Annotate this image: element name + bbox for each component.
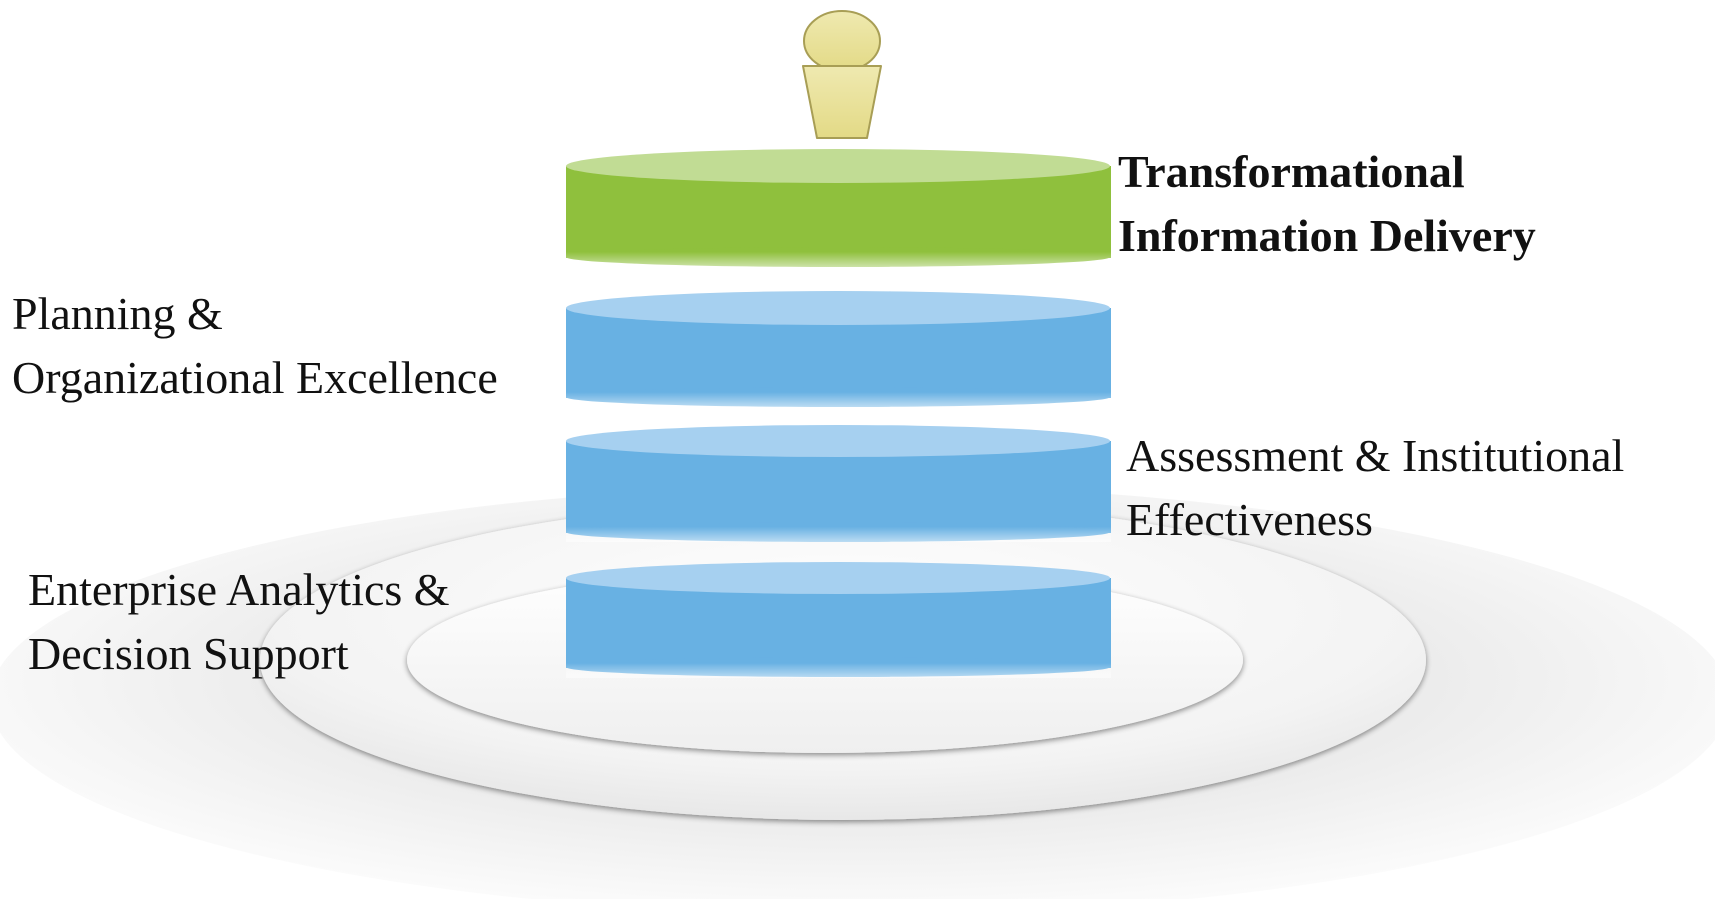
label-line: Assessment & Institutional xyxy=(1126,430,1625,481)
disk-transformational xyxy=(566,149,1111,267)
label-line: Decision Support xyxy=(28,628,349,679)
label-line: Transformational xyxy=(1118,146,1465,197)
disk-planning xyxy=(566,291,1111,407)
label-line: Information Delivery xyxy=(1118,210,1536,261)
person-body xyxy=(802,65,882,139)
label-enterprise-analytics-decision-support: Enterprise Analytics & Decision Support xyxy=(28,558,450,686)
person-head xyxy=(803,10,881,72)
person-icon xyxy=(802,10,882,139)
label-planning-organizational-excellence: Planning & Organizational Excellence xyxy=(12,282,498,410)
label-line: Organizational Excellence xyxy=(12,352,498,403)
label-assessment-institutional-effectiveness: Assessment & Institutional Effectiveness xyxy=(1126,424,1624,552)
label-transformational-information-delivery: Transformational Information Delivery xyxy=(1118,140,1536,268)
disk-enterprise xyxy=(566,562,1111,678)
disk-assessment xyxy=(566,425,1111,542)
label-line: Planning & xyxy=(12,288,223,339)
label-line: Effectiveness xyxy=(1126,494,1373,545)
label-line: Enterprise Analytics & xyxy=(28,564,450,615)
